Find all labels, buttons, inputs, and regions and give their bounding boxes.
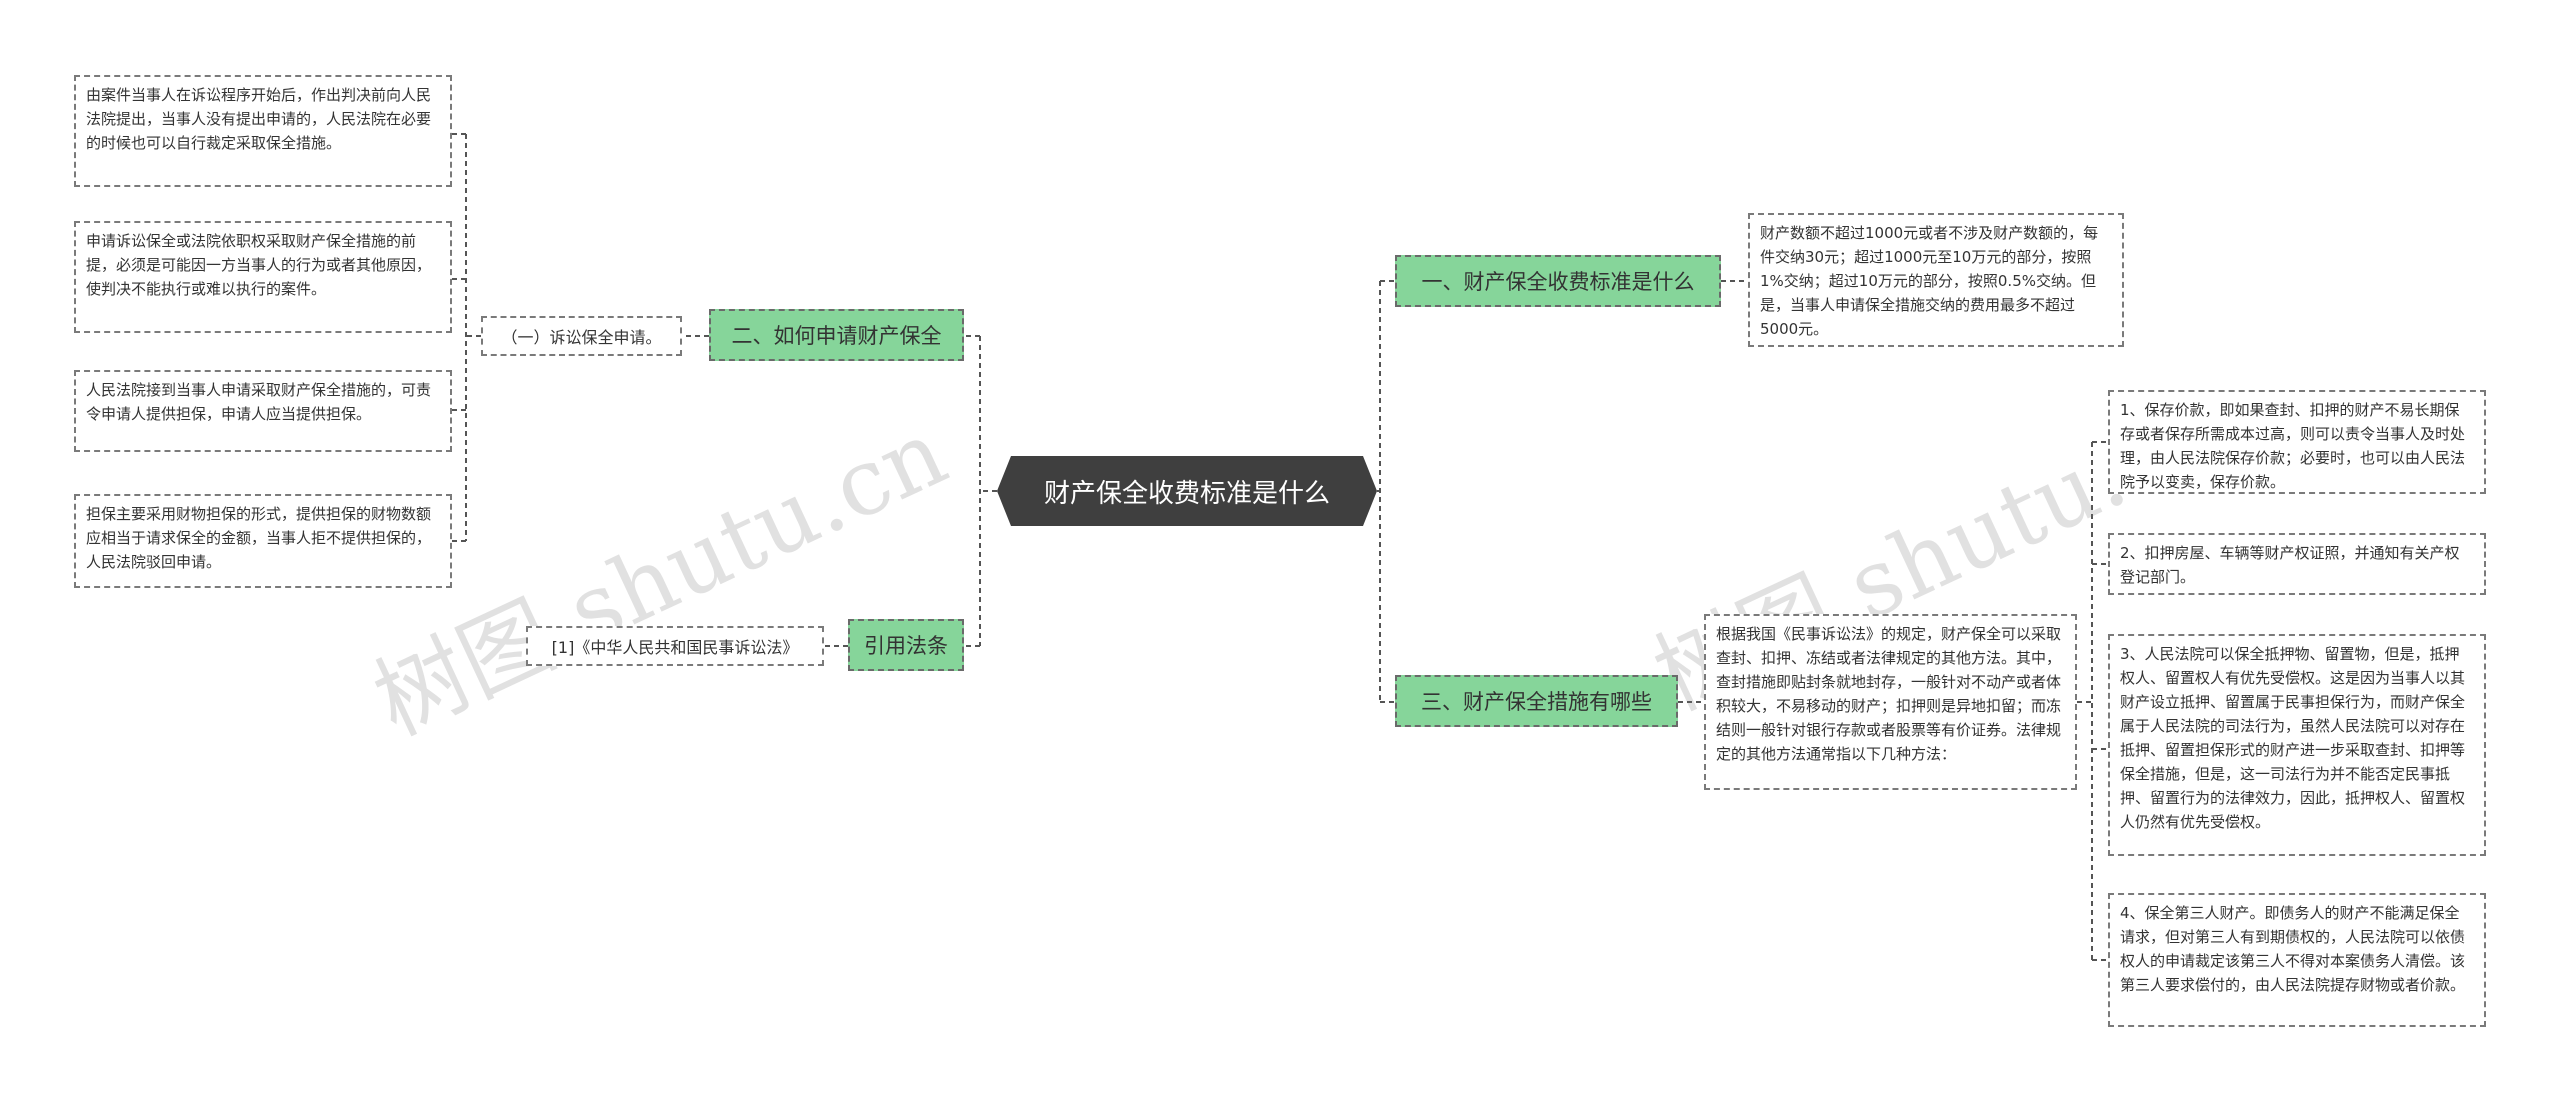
apply-item[interactable]: 由案件当事人在诉讼程序开始后，作出判决前向人民法院提出，当事人没有提出申请的，人… (74, 75, 452, 187)
measures-item[interactable]: 1、保存价款，即如果查封、扣押的财产不易长期保存或者保存所需成本过高，则可以责令… (2108, 390, 2486, 494)
apply-item[interactable]: 人民法院接到当事人申请采取财产保全措施的，可责令申请人提供担保，申请人应当提供担… (74, 370, 452, 452)
branch-how-to-apply[interactable]: 二、如何申请财产保全 (709, 309, 964, 361)
measures-item[interactable]: 3、人民法院可以保全抵押物、留置物，但是，抵押权人、留置权人有优先受偿权。这是因… (2108, 634, 2486, 856)
root-topic[interactable]: 财产保全收费标准是什么 (997, 456, 1377, 526)
measures-intro[interactable]: 根据我国《民事诉讼法》的规定，财产保全可以采取查封、扣押、冻结或者法律规定的其他… (1704, 614, 2077, 790)
measures-item[interactable]: 4、保全第三人财产。即债务人的财产不能满足保全请求，但对第三人有到期债权的，人民… (2108, 893, 2486, 1027)
apply-sub-label[interactable]: （一）诉讼保全申请。 (481, 316, 682, 356)
fee-standard-detail[interactable]: 财产数额不超过1000元或者不涉及财产数额的，每件交纳30元；超过1000元至1… (1748, 213, 2124, 347)
measures-item[interactable]: 2、扣押房屋、车辆等财产权证照，并通知有关产权登记部门。 (2108, 533, 2486, 595)
branch-law-citation[interactable]: 引用法条 (848, 619, 964, 671)
law-item[interactable]: [1]《中华人民共和国民事诉讼法》 (526, 626, 824, 666)
branch-fee-standard[interactable]: 一、财产保全收费标准是什么 (1395, 255, 1721, 307)
branch-measures[interactable]: 三、财产保全措施有哪些 (1395, 675, 1678, 727)
apply-item[interactable]: 申请诉讼保全或法院依职权采取财产保全措施的前提，必须是可能因一方当事人的行为或者… (74, 221, 452, 333)
apply-item[interactable]: 担保主要采用财物担保的形式，提供担保的财物数额应相当于请求保全的金额，当事人拒不… (74, 494, 452, 588)
